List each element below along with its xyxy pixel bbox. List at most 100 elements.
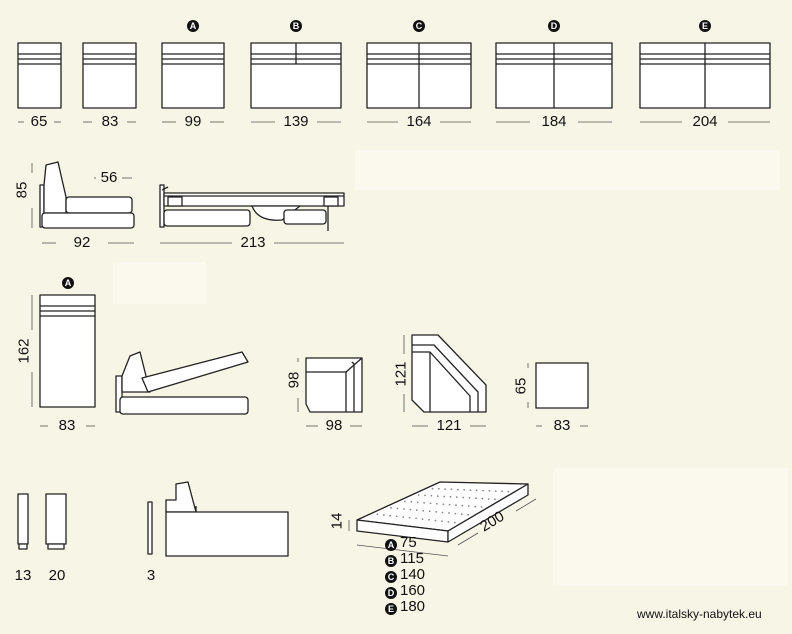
corner-height-label: 98 xyxy=(285,371,303,389)
tufting-dot xyxy=(428,518,430,521)
module-83 xyxy=(82,42,137,109)
tufting-dot xyxy=(431,487,434,490)
width-label: 184 xyxy=(541,113,567,130)
badge-a: A xyxy=(62,277,74,289)
tufting-dot xyxy=(494,490,497,492)
badge-e: E xyxy=(699,20,711,32)
tufting-dot xyxy=(416,501,419,504)
tufting-dot xyxy=(441,511,444,514)
background-panel xyxy=(113,262,206,304)
corner-height-label: 121 xyxy=(392,361,410,387)
tufting-dot xyxy=(468,497,471,499)
tufting-dot xyxy=(429,502,432,505)
module-204 xyxy=(639,42,771,109)
tufting-dot xyxy=(447,520,450,523)
tufting-dot xyxy=(436,495,439,497)
mattress xyxy=(356,481,529,543)
corner-module-98 xyxy=(305,357,363,413)
chaise-longue-side-view xyxy=(115,351,249,415)
pouf-width-label: 83 xyxy=(553,417,571,434)
tufting-dot xyxy=(455,504,457,507)
tufting-dot xyxy=(409,508,412,511)
tufting-dot xyxy=(488,489,491,492)
pouf-height-label: 65 xyxy=(512,377,530,395)
dimension-lines xyxy=(18,121,770,557)
tufting-dot xyxy=(415,509,418,512)
corner-width-label: 98 xyxy=(325,417,343,434)
badge-d: D xyxy=(548,20,560,32)
tufting-dot xyxy=(428,510,431,513)
tufting-dot xyxy=(442,503,445,506)
tufting-dot xyxy=(469,489,472,491)
tufting-dot xyxy=(443,495,445,498)
module-139 xyxy=(250,42,342,109)
seat-depth-label: 56 xyxy=(100,169,118,186)
badge-b: B xyxy=(290,20,302,32)
badge-c: C xyxy=(413,20,425,32)
tufting-dot xyxy=(463,488,465,491)
tufting-dot xyxy=(424,494,426,497)
tufting-dot xyxy=(376,513,379,516)
badge-b: B xyxy=(385,555,397,567)
tufting-dot xyxy=(501,490,503,493)
badge-e: E xyxy=(385,603,397,615)
tufting-dot xyxy=(390,507,392,509)
width-label: 83 xyxy=(101,113,119,130)
chaise-longue-top-view xyxy=(39,294,96,408)
sofa-side-view-small xyxy=(165,481,289,557)
tufting-dot xyxy=(389,514,392,517)
tufting-dot xyxy=(403,508,405,510)
armrest-20 xyxy=(45,493,67,550)
width-label: 99 xyxy=(184,113,202,130)
armrest-width-label: 20 xyxy=(48,567,66,584)
width-label: 204 xyxy=(692,113,718,130)
tufting-dot xyxy=(423,502,425,504)
badge-c: C xyxy=(385,571,397,583)
tufting-dot xyxy=(454,521,456,524)
tufting-dot xyxy=(410,501,413,503)
tufting-dot xyxy=(460,513,463,516)
badge-d: D xyxy=(385,587,397,599)
website-url[interactable]: www.italsky-nabytek.eu xyxy=(637,607,762,621)
tufting-dot xyxy=(434,519,437,522)
tufting-dot xyxy=(480,506,483,508)
tufting-dot xyxy=(461,504,464,507)
tufting-dot xyxy=(395,515,398,518)
tufting-dot xyxy=(402,516,405,518)
tufting-dot xyxy=(435,511,437,513)
tufting-dot xyxy=(444,488,446,490)
armrest-13 xyxy=(17,493,29,550)
corner-module-121 xyxy=(411,334,487,413)
armrest-width-label: 13 xyxy=(14,567,32,584)
tufting-dot xyxy=(417,494,420,496)
tufting-dot xyxy=(450,488,453,491)
tufting-dot xyxy=(404,500,406,503)
height-label: 85 xyxy=(13,181,31,199)
tufting-dot xyxy=(382,514,385,516)
tufting-dot xyxy=(421,518,424,520)
tufting-dot xyxy=(456,488,459,491)
tufting-dot xyxy=(475,489,478,492)
tufting-dot xyxy=(494,498,496,501)
tufting-dot xyxy=(454,512,457,515)
tufting-dot xyxy=(475,497,477,500)
sofa-bed-open-side-view xyxy=(159,184,345,231)
tufting-dot xyxy=(507,490,510,493)
mattress-tufting xyxy=(376,487,510,524)
tufting-dot xyxy=(467,505,470,507)
side-panel-3 xyxy=(147,501,153,555)
tufting-dot xyxy=(467,513,470,516)
tufting-dot xyxy=(422,509,425,512)
module-164 xyxy=(366,42,472,109)
background-panel xyxy=(355,150,780,190)
module-99 xyxy=(161,42,225,109)
tufting-dot xyxy=(441,520,443,522)
pouf-module-65 xyxy=(535,362,589,409)
width-label: 139 xyxy=(283,113,309,130)
tufting-dot xyxy=(487,498,490,500)
